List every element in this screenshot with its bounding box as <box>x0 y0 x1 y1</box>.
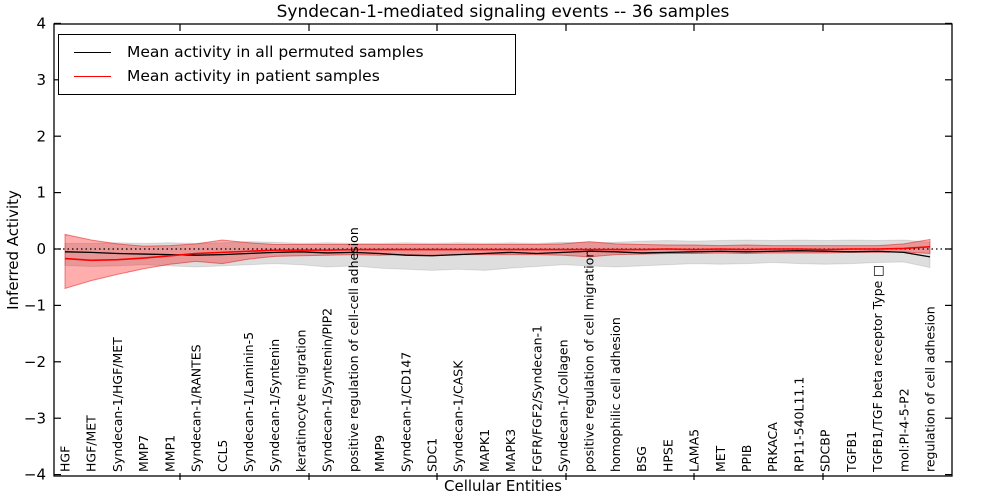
x-axis-tick-label: mol:PI-4-5-P2 <box>896 388 911 472</box>
x-axis-tick-label: Syndecan-1/Laminin-5 <box>241 332 256 472</box>
legend-item-permuted: Mean activity in all permuted samples <box>59 43 515 61</box>
x-axis-tick-label: MMP7 <box>136 435 151 472</box>
x-axis-tick-label: FGFR/FGF2/Syndecan-1 <box>529 325 544 472</box>
x-axis-tick-label: TGFB1/TGF beta receptor Type □ <box>870 265 885 473</box>
x-axis-tick-label: PRKACA <box>765 422 780 472</box>
mean-patient-line <box>64 245 931 262</box>
x-axis-tick-label: MAPK1 <box>477 429 492 472</box>
x-axis-tick-label: positive regulation of cell migration <box>582 250 597 472</box>
x-axis-tick-label: SDC1 <box>424 438 439 472</box>
x-axis-tick-label: MET <box>713 445 728 472</box>
y-axis-tick-label: 4 <box>36 15 46 33</box>
x-axis-tick-label: PPIB <box>739 445 754 472</box>
x-axis-tick-label: Syndecan-1/CD147 <box>398 352 413 472</box>
legend-item-patient: Mean activity in patient samples <box>59 66 515 85</box>
y-axis-tick-label: −1 <box>24 297 46 315</box>
x-axis-tick-label: Syndecan-1/CASK <box>451 360 466 472</box>
x-axis-tick-label: TGFB1 <box>844 431 859 473</box>
x-axis-tick-label: keratinocyte migration <box>293 330 308 472</box>
x-axis-tick-label: Syndecan-1/Syntenin <box>267 339 282 472</box>
legend-line-patient-icon <box>74 75 111 77</box>
x-axis-tick-label: regulation of cell adhesion <box>923 306 938 472</box>
x-axis-tick-label: HGF/MET <box>84 415 99 472</box>
legend: Mean activity in all permuted samples Me… <box>58 34 516 95</box>
x-axis-tick-label: CCL5 <box>215 440 230 472</box>
x-axis-tick-label: LAMA5 <box>687 429 702 472</box>
y-axis-tick-label: 3 <box>36 71 46 89</box>
y-axis-tick-label: −3 <box>24 409 46 427</box>
x-axis-tick-label: Syndecan-1/Syntenin/PIP2 <box>320 308 335 472</box>
x-axis-tick-label: MMP9 <box>372 435 387 472</box>
patient-std-band <box>64 233 931 290</box>
x-axis-tick-label: HGF <box>58 446 73 472</box>
y-axis-tick-label: 0 <box>36 240 46 258</box>
x-axis-tick-label: HPSE <box>660 439 675 472</box>
x-axis-tick-label: Syndecan-1/Collagen <box>556 339 571 472</box>
y-axis-tick-label: −4 <box>24 466 46 484</box>
x-axis-tick-label: positive regulation of cell-cell adhesio… <box>346 227 361 472</box>
x-axis-tick-label: homophilic cell adhesion <box>608 317 623 472</box>
y-axis-tick-label: 1 <box>36 184 46 202</box>
x-axis-tick-label: MAPK3 <box>503 429 518 472</box>
legend-line-permuted-icon <box>74 52 111 54</box>
y-axis-tick-label: 2 <box>36 127 46 145</box>
legend-label-permuted: Mean activity in all permuted samples <box>127 43 424 61</box>
x-axis-tick-label: BSG <box>634 446 649 472</box>
x-axis-tick-label: Syndecan-1/RANTES <box>189 344 204 472</box>
y-axis-tick-label: −2 <box>24 353 46 371</box>
chart-title: Syndecan-1-mediated signaling events -- … <box>276 2 730 22</box>
x-axis-tick-label: Syndecan-1/HGF/MET <box>110 337 125 472</box>
x-axis-tick-label: SDCBP <box>818 429 833 472</box>
axes-frame <box>53 23 953 477</box>
y-axis-title: Inferred Activity <box>4 190 22 310</box>
mean-permuted-line <box>64 250 931 258</box>
legend-label-patient: Mean activity in patient samples <box>127 66 380 85</box>
permuted-std-band <box>64 239 931 271</box>
x-axis-title: Cellular Entities <box>444 477 562 495</box>
x-axis-tick-label: MMP1 <box>162 435 177 472</box>
x-axis-tick-label: RP11-540L11.1 <box>791 377 806 472</box>
